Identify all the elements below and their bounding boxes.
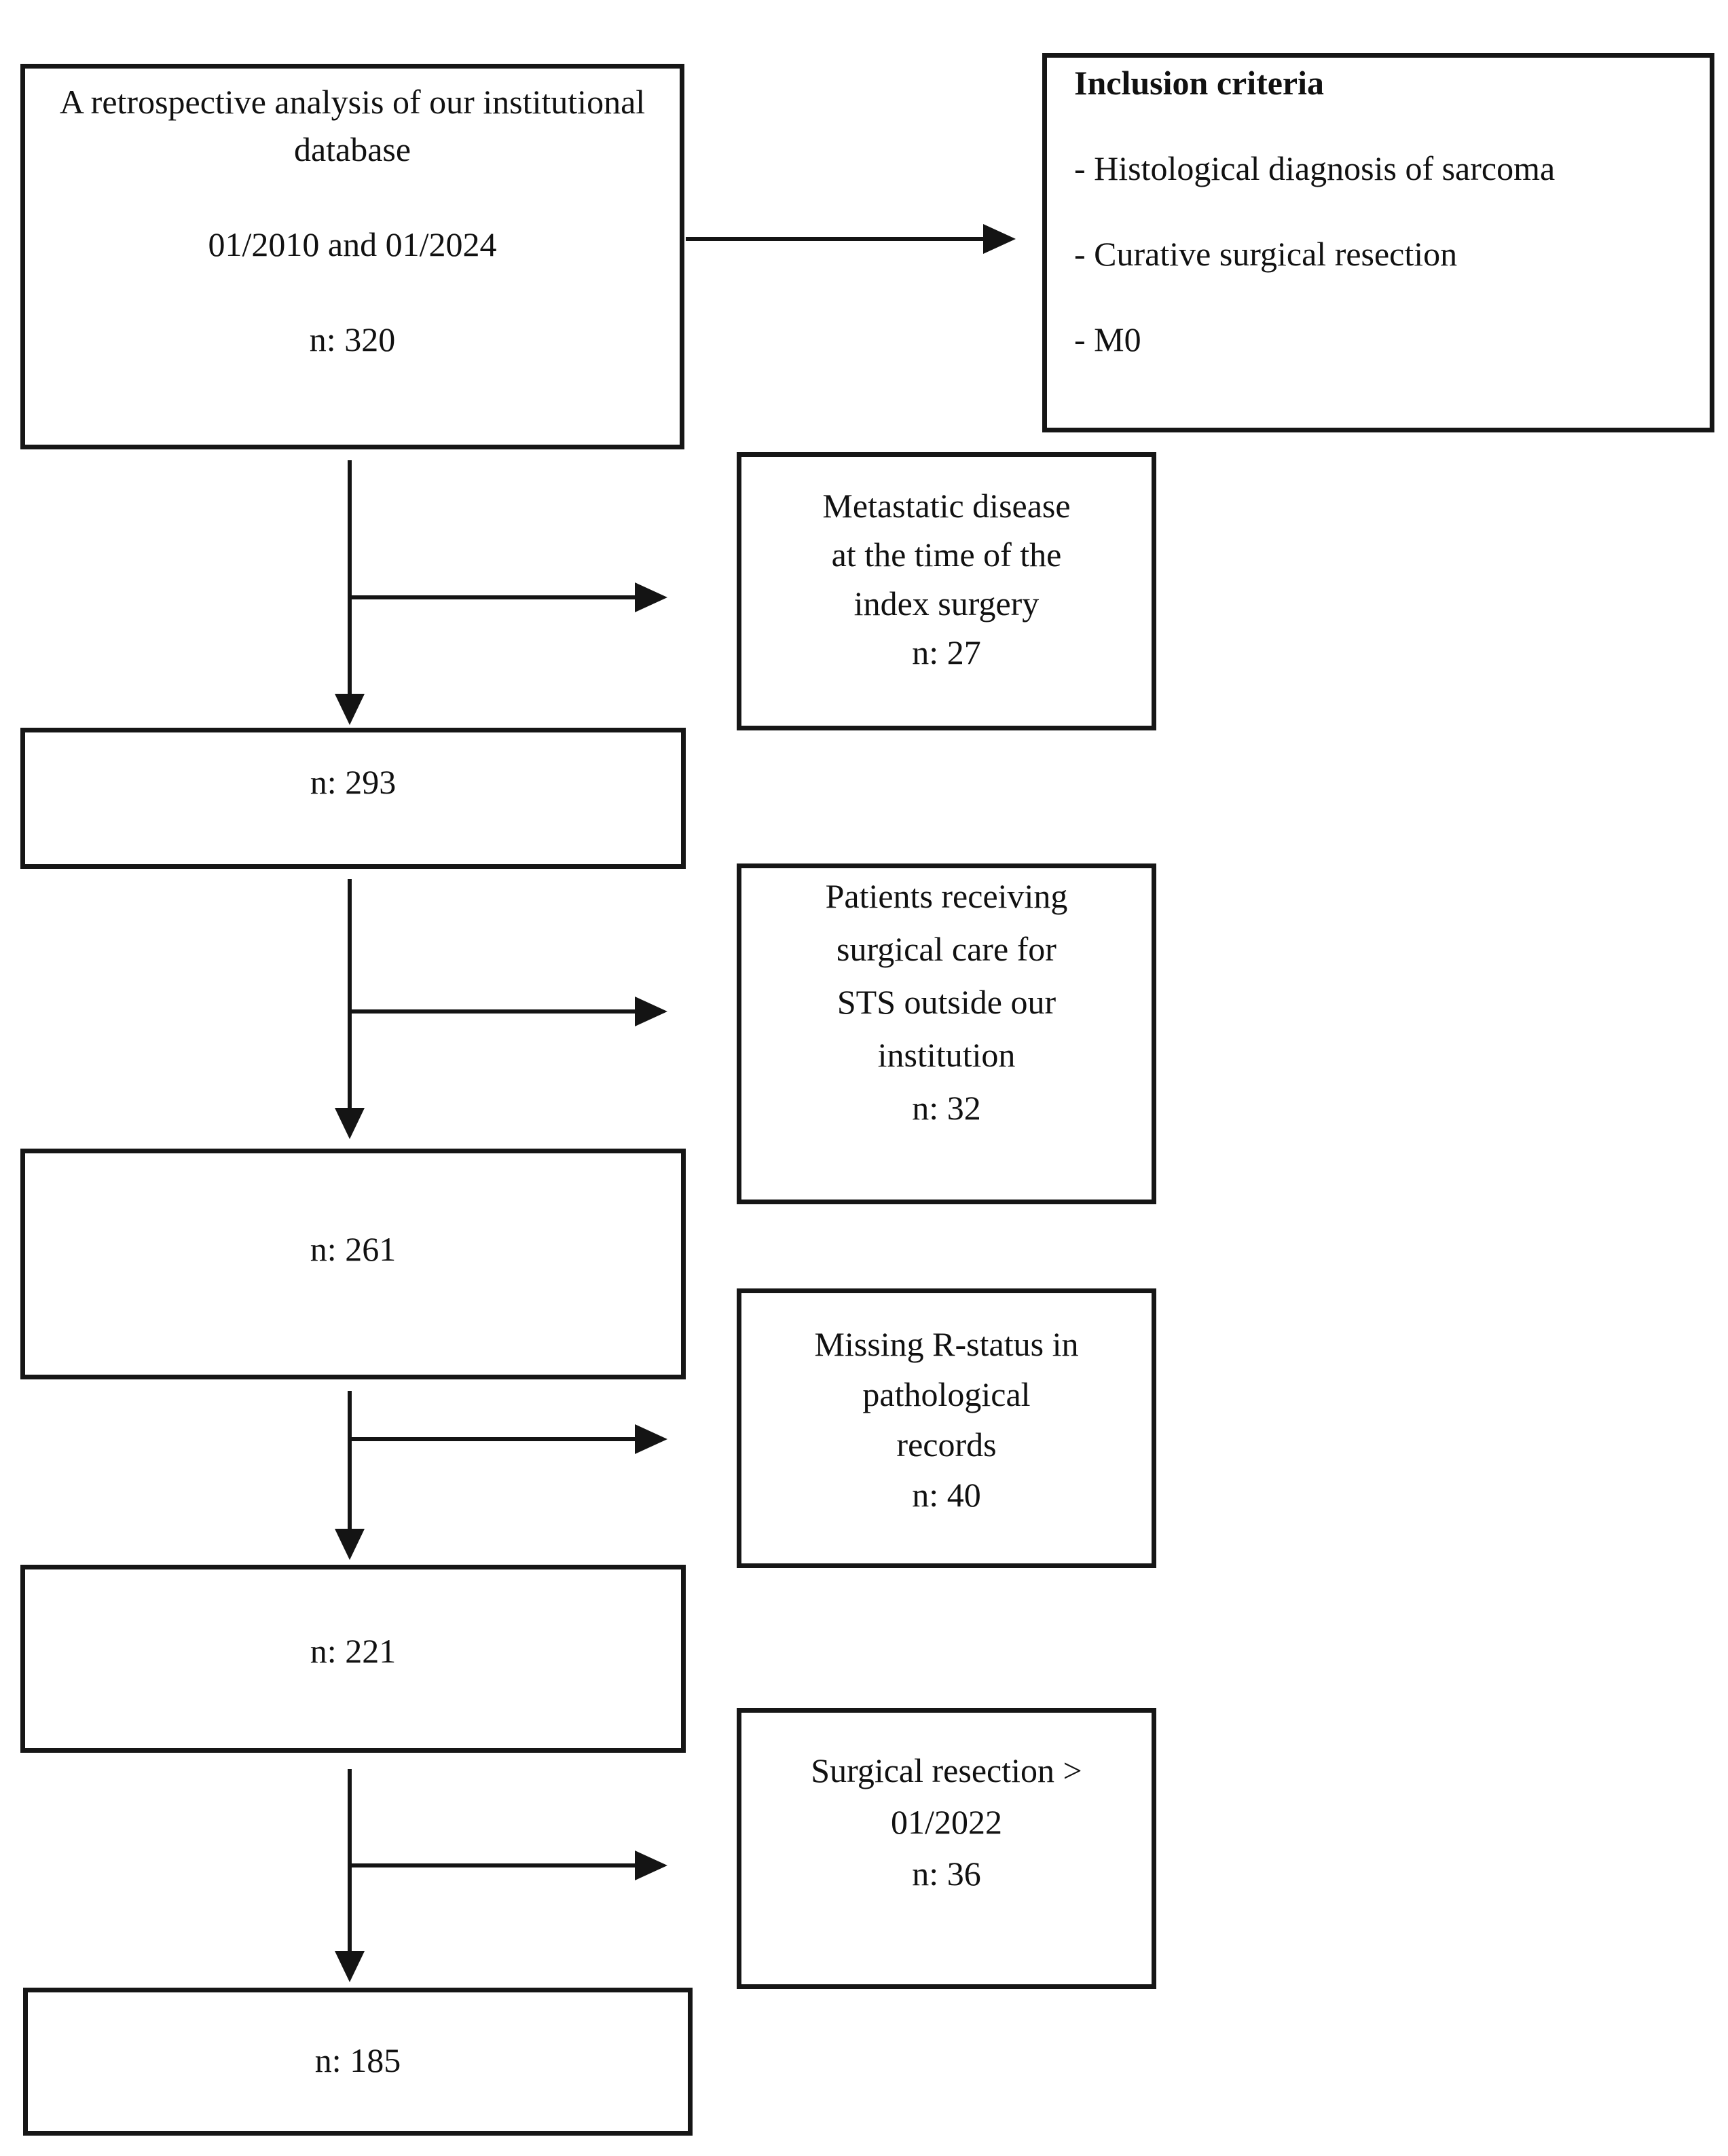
- exclusion-box-outside-institution-care-line: surgical care for: [837, 930, 1056, 968]
- arrowhead-right-icon: [983, 224, 1016, 254]
- arrow-source-to-inclusion-line: [686, 237, 985, 241]
- arrowhead-right-icon: [635, 1424, 667, 1454]
- count-box-after-missing-rstatus-exclusion: n: 221: [20, 1565, 686, 1753]
- arrowhead-down-icon: [335, 1951, 365, 1982]
- arrowhead-right-icon: [635, 997, 667, 1026]
- source-box: A retrospective analysis of our institut…: [20, 64, 684, 449]
- count-label: n: 221: [310, 1632, 397, 1670]
- count-box-final-cohort: n: 185: [23, 1988, 693, 2136]
- branch-arrow-4-line: [348, 1863, 635, 1867]
- source-box-line: A retrospective analysis of our institut…: [59, 83, 646, 168]
- exclusion-box-metastatic-disease-line: at the time of the: [831, 536, 1062, 574]
- exclusion-box-metastatic-disease-line: index surgery: [853, 584, 1040, 622]
- inclusion-criteria-box: Inclusion criteria - Histological diagno…: [1042, 53, 1714, 432]
- exclusion-box-late-resection-line: 01/2022: [891, 1803, 1002, 1841]
- arrow-down-2-line: [348, 879, 352, 1111]
- exclusion-box-outside-institution-care-line: n: 32: [912, 1089, 981, 1127]
- exclusion-box-missing-r-status: Missing R-status in pathological records n:…: [737, 1288, 1156, 1568]
- exclusion-box-missing-r-status-line: pathological: [862, 1375, 1031, 1413]
- arrowhead-right-icon: [635, 1851, 667, 1880]
- arrow-down-3-line: [348, 1391, 352, 1531]
- exclusion-box-late-resection-line: Surgical resection >: [811, 1751, 1082, 1789]
- inclusion-criteria-title: Inclusion criteria: [1074, 64, 1325, 102]
- arrow-down-4-line: [348, 1769, 352, 1954]
- count-label: n: 261: [310, 1230, 397, 1268]
- count-box-after-outside-care-exclusion: n: 261: [20, 1149, 686, 1379]
- exclusion-box-late-resection: Surgical resection > 01/2022 n: 36: [737, 1708, 1156, 1989]
- source-box-line: n: 320: [309, 320, 396, 358]
- arrow-down-1-line: [348, 460, 352, 696]
- exclusion-box-outside-institution-care-line: STS outside our: [837, 983, 1056, 1021]
- arrowhead-down-icon: [335, 1529, 365, 1560]
- exclusion-box-missing-r-status-line: records: [896, 1426, 997, 1464]
- branch-arrow-2-line: [348, 1009, 635, 1014]
- inclusion-criteria-items-line: - M0: [1074, 320, 1141, 358]
- inclusion-criteria-items-line: - Histological diagnosis of sarcoma: [1074, 149, 1556, 187]
- exclusion-box-metastatic-disease-line: Metastatic disease: [822, 487, 1071, 525]
- arrowhead-down-icon: [335, 694, 365, 725]
- exclusion-box-outside-institution-care-line: Patients receiving: [825, 877, 1068, 915]
- exclusion-box-metastatic-disease-line: n: 27: [912, 633, 981, 671]
- count-label: n: 185: [314, 2041, 401, 2079]
- exclusion-box-outside-institution-care-line: institution: [877, 1036, 1016, 1074]
- inclusion-criteria-items-line: - Curative surgical resection: [1074, 235, 1458, 273]
- inclusion-criteria-items: - Histological diagnosis of sarcoma - Cur…: [1074, 147, 1696, 361]
- source-box-line: 01/2010 and 01/2024: [208, 225, 497, 263]
- branch-arrow-3-line: [348, 1437, 635, 1441]
- exclusion-box-missing-r-status-line: n: 40: [912, 1476, 981, 1514]
- arrowhead-down-icon: [335, 1108, 365, 1139]
- arrowhead-right-icon: [635, 582, 667, 612]
- count-box-after-metastatic-exclusion: n: 293: [20, 728, 686, 869]
- branch-arrow-1-line: [348, 595, 635, 599]
- exclusion-box-metastatic-disease: Metastatic disease at the time of the inde…: [737, 452, 1156, 730]
- exclusion-box-missing-r-status-line: Missing R-status in: [814, 1325, 1079, 1363]
- exclusion-box-late-resection-line: n: 36: [912, 1855, 981, 1893]
- count-label: n: 293: [310, 763, 397, 801]
